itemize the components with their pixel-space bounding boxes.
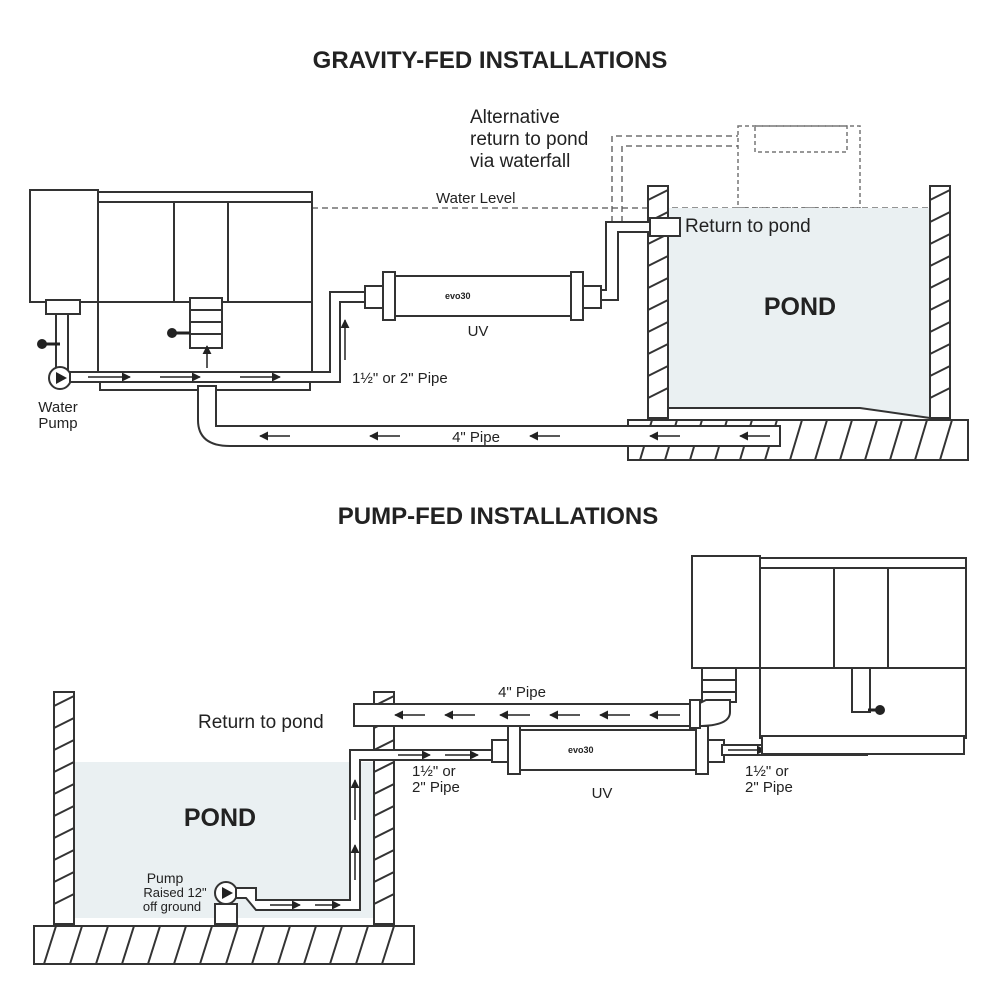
pumpfed-pond-label: POND (184, 804, 256, 832)
pumpfed-return-label: Return to pond (198, 712, 324, 733)
gravity-center-valve (167, 297, 223, 349)
gravity-large-pipe-label: 4" Pipe (452, 429, 500, 446)
pumpfed-right-pipe-label-1: 1½" or (745, 763, 789, 780)
pump-fed-section: PUMP-FED INSTALLATIONS (33, 503, 967, 965)
pump-fed-title: PUMP-FED INSTALLATIONS (338, 503, 658, 530)
pumpfed-valve (851, 667, 885, 715)
gravity-water-pump (37, 299, 81, 390)
pumpfed-pond (33, 691, 415, 965)
water-level-label: Water Level (436, 190, 515, 207)
pumpfed-large-pipe (353, 699, 731, 729)
alternative-return-label-2: return to pond (470, 129, 588, 150)
pumpfed-right-pipe-label-2: 2" Pipe (745, 779, 793, 796)
gravity-small-pipe-label: 1½" or 2" Pipe (352, 370, 448, 387)
pumpfed-left-pipe-label-2: 2" Pipe (412, 779, 460, 796)
gravity-filter-unit (29, 189, 313, 391)
water-pump-label-1: Water (38, 399, 77, 416)
pumpfed-uv-brand: evo30 (568, 745, 594, 755)
gravity-uv-brand: evo30 (445, 291, 471, 301)
pumpfed-pump-label-1: Pump (147, 870, 184, 886)
gravity-pond-label: POND (764, 293, 836, 321)
gravity-pond (627, 185, 969, 461)
pumpfed-filter-inlet (701, 667, 737, 703)
pumpfed-uv-label: UV (592, 785, 613, 802)
pumpfed-filter-unit (691, 555, 967, 755)
water-pump-label-2: Pump (38, 415, 77, 432)
gravity-fed-section: GRAVITY-FED INSTALLATIONS Alternative re… (29, 47, 969, 461)
gravity-large-pipe (197, 385, 781, 447)
waterfall-return-dashed (611, 125, 861, 222)
gravity-uv-unit (364, 271, 602, 321)
pumpfed-large-pipe-label: 4" Pipe (498, 684, 546, 701)
pumpfed-pump-label-3: off ground (143, 899, 201, 914)
gravity-return-label: Return to pond (685, 216, 811, 237)
gravity-uv-label: UV (468, 323, 489, 340)
gravity-fed-title: GRAVITY-FED INSTALLATIONS (313, 47, 668, 74)
pumpfed-pump-label-2: Raised 12" (143, 885, 207, 900)
pumpfed-uv-unit (491, 725, 725, 775)
alternative-return-label-3: via waterfall (470, 151, 570, 172)
pumpfed-pump (214, 881, 238, 925)
pumpfed-left-pipe-label-1: 1½" or (412, 763, 456, 780)
alternative-return-label-1: Alternative (470, 107, 560, 128)
